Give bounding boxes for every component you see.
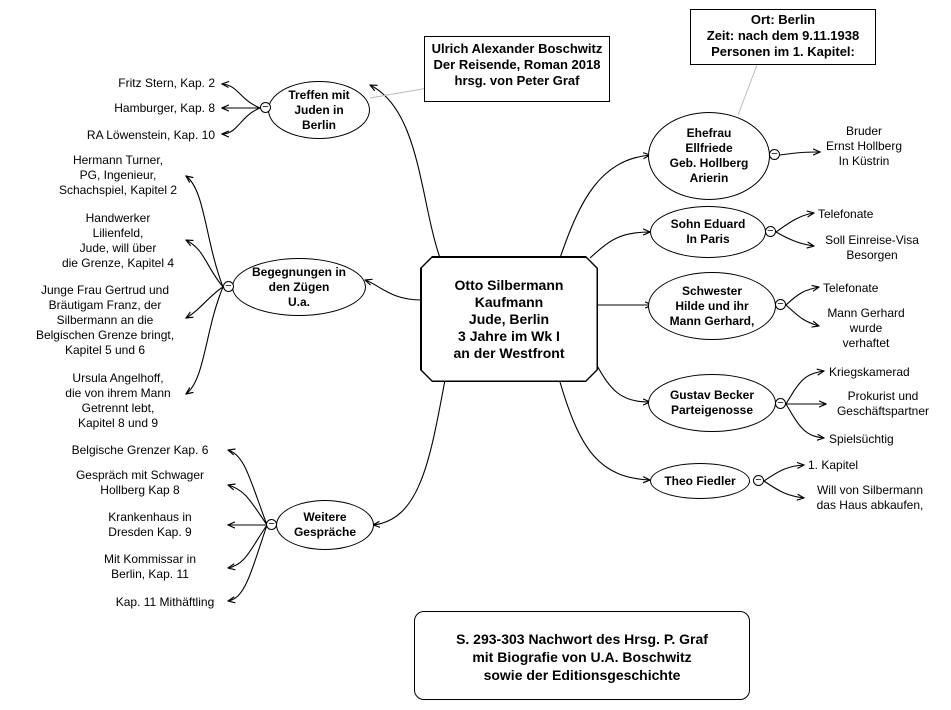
branch-node-schwester[interactable]: Schwester Hilde und ihr Mann Gerhard, [648,272,776,340]
leaf-text: Spielsüchtig [829,432,894,446]
collapse-toggle-gustav[interactable]: − [775,398,786,409]
leaf-text: Ursula Angelhoff, die von ihrem Mann Get… [65,371,171,430]
leaf-text: RA Löwenstein, Kap. 10 [86,128,215,142]
collapse-toggle-ehefrau[interactable]: − [769,149,780,160]
branch-node-gustav[interactable]: Gustav Becker Parteigenosse [648,374,776,432]
leaf-text: 1. Kapitel [808,458,859,472]
leaf-text: Hermann Turner, PG, Ingenieur, Schachspi… [58,153,178,197]
leaf-text: Bruder Ernst Hollberg In Küstrin [825,124,903,168]
leaf-text: Prokurist und Geschäftspartner [836,389,930,418]
leaf-text: Hamburger, Kap. 8 [114,101,215,115]
branch-node-treffen[interactable]: Treffen mit Juden in Berlin [268,81,370,139]
leaf-text: Telefonate [823,281,879,295]
location-note-box: Ort: Berlin Zeit: nach dem 9.11.1938 Per… [690,9,876,65]
branch-node-begegnungen[interactable]: Begegnungen in den Zügen U.a. [232,258,366,316]
leaf-text: Kriegskamerad [829,365,910,379]
edge-center-sohn [589,232,650,259]
afterword-note-box: S. 293-303 Nachwort des Hrsg. P. Graf mi… [414,611,750,700]
leaf-text: Kap. 11 Mithäftling [115,595,215,609]
edge-center-weitere [373,379,446,525]
leaf-text: Telefonate [818,207,874,221]
collapse-toggle-weitere[interactable]: − [266,519,277,530]
branch-node-ehefrau[interactable]: Ehefrau Ellfriede Geb. Hollberg Arierin [648,112,770,200]
leaf-text: Mit Kommissar in Berlin, Kap. 11 [103,552,196,581]
leaf-text: Junge Frau Gertrud und Bräutigam Franz, … [35,283,175,357]
note-line-source [369,87,429,99]
leaf-text: Belgische Grenzer Kap. 6 [71,443,209,457]
leaf-text: Mann Gerhard wurde verhaftet [827,306,905,350]
central-node[interactable]: Otto Silbermann Kaufmann Jude, Berlin 3 … [420,256,598,382]
edge-center-ehefrau [559,155,650,259]
leaf-text: Handwerker Lilienfeld, Jude, will über d… [61,211,175,270]
collapse-toggle-treffen[interactable]: − [260,102,271,113]
collapse-toggle-sohn[interactable]: − [765,226,776,237]
edge-center-treffen [370,85,441,259]
leaf-text: Will von Silbermann das Haus abkaufen, [816,483,924,512]
collapse-toggle-schwester[interactable]: − [775,299,786,310]
collapse-toggle-theo[interactable]: − [753,475,764,486]
edge-center-gustav [593,359,650,402]
leaf-text: Soll Einreise-Visa Besorgen [825,233,919,262]
branch-node-sohn[interactable]: Sohn Eduard In Paris [650,206,766,258]
branch-node-weitere[interactable]: Weitere Gespräche [276,500,374,550]
central-node-label: Otto Silbermann Kaufmann Jude, Berlin 3 … [421,257,597,381]
branch-node-theo[interactable]: Theo Fiedler [650,463,750,499]
edge-center-theo [559,381,650,480]
leaf-text: Gespräch mit Schwager Hollberg Kap 8 [75,468,205,497]
note-line-location [737,64,758,116]
leaf-text: Krankenhaus in Dresden Kap. 9 [108,510,192,539]
leaf-text: Fritz Stern, Kap. 2 [118,76,215,90]
collapse-toggle-begegnungen[interactable]: − [223,281,234,292]
source-note-box: Ulrich Alexander Boschwitz Der Reisende,… [424,36,610,102]
edge-center-begegnungen [365,280,423,301]
